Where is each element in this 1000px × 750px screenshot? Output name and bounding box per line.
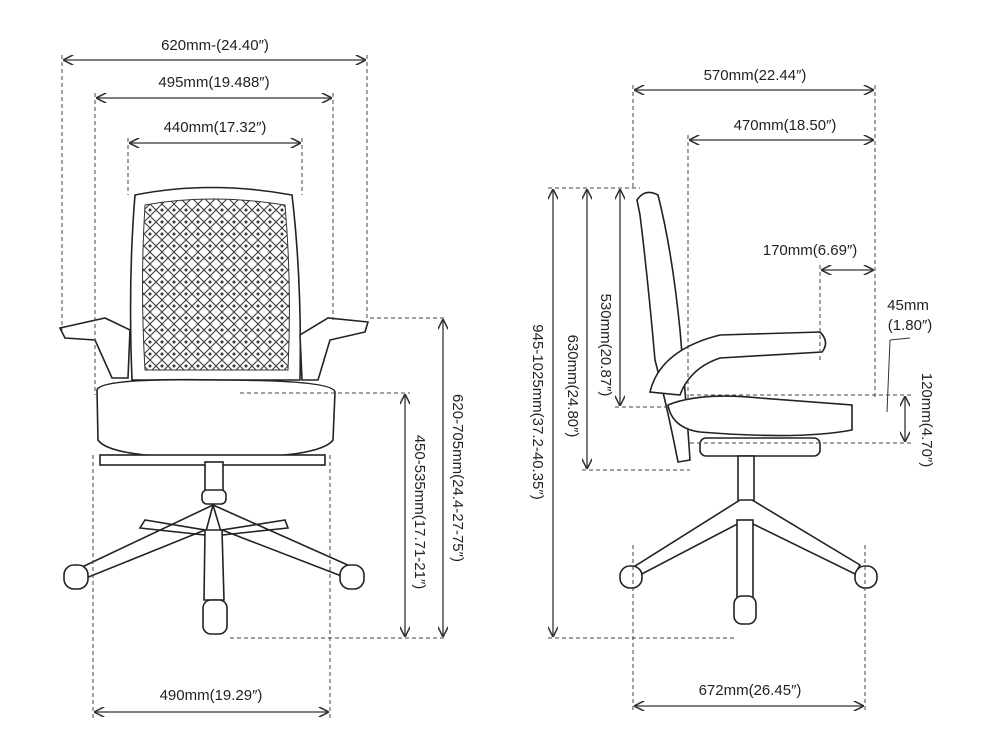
front-dimensions: 620mm-(24.40″) 495mm(19.488″) 440mm(17.3…	[61, 37, 466, 718]
back-height-from-seat-label: 530mm(20.87″)	[597, 294, 614, 397]
seat-thickness-mm-label: 45mm	[887, 297, 929, 314]
side-view-chair	[619, 191, 878, 625]
overall-width-label: 620mm-(24.40″)	[161, 37, 269, 54]
seat-depth-label: 470mm(18.50″)	[734, 117, 837, 134]
base-depth-label: 672mm(26.45″)	[699, 682, 802, 699]
seat-height-label: 450-535mm(17.71-21″)	[411, 435, 428, 590]
base-width-label: 490mm(19.29″)	[160, 687, 263, 704]
overall-depth-label: 570mm(22.44″)	[704, 67, 807, 84]
side-dimensions: 570mm(22.44″) 470mm(18.50″) 170mm(6.69″)…	[529, 67, 935, 712]
seat-thickness-in-label: (1.80″)	[888, 317, 933, 334]
overall-height-label: 945-1025mm(37.2-40.35″)	[529, 324, 546, 499]
armrest-width-label: 495mm(19.488″)	[158, 74, 269, 91]
armrest-offset-label: 170mm(6.69″)	[763, 242, 858, 259]
back-height-from-armrest-label: 630mm(24.80″)	[564, 335, 581, 438]
armrest-above-seat-label: 120mm(4.70″)	[918, 373, 935, 468]
front-view-chair	[58, 186, 370, 635]
armrest-height-label: 620-705mm(24.4-27-75″)	[449, 394, 466, 562]
backrest-width-label: 440mm(17.32″)	[164, 119, 267, 136]
